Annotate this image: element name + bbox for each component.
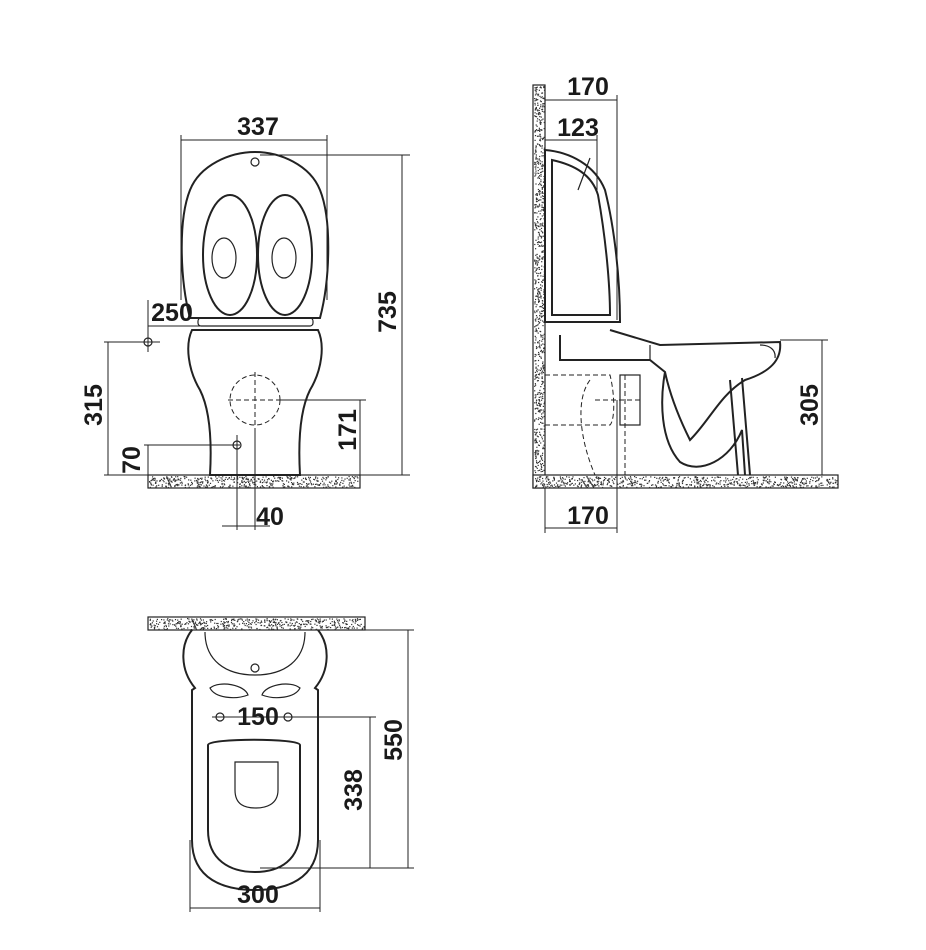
flush-button-left [202, 194, 258, 316]
dim-tank-inner-depth: 123 [557, 114, 599, 142]
seat-opening [234, 761, 279, 809]
dim-outlet-height: 171 [334, 409, 362, 451]
flush-buttons [209, 683, 301, 699]
side-view: 170 123 305 170 [532, 73, 839, 533]
tank-lid [204, 631, 306, 676]
dim-hole-spacing: 150 [237, 703, 279, 731]
front-view: 337 735 250 315 70 171 40 [80, 113, 410, 531]
dim-total-height: 735 [374, 291, 402, 333]
speckle-group [534, 86, 546, 488]
dim-outlet-distance: 170 [567, 502, 609, 530]
tank-base [197, 317, 314, 327]
bowl-detail [649, 344, 776, 360]
top-outline [182, 629, 328, 892]
tank-hole [250, 157, 260, 167]
tank-hole [250, 663, 260, 673]
section-line [577, 157, 591, 191]
button-inner-right [271, 237, 297, 279]
bowl-foot [729, 377, 751, 476]
wall [532, 84, 546, 489]
dim-inlet-offset: 250 [151, 299, 193, 327]
speckle-group [149, 476, 359, 489]
hidden-lines [545, 374, 645, 476]
dim-seat-distance: 338 [340, 769, 368, 811]
speckle-group [149, 618, 366, 631]
seat [207, 738, 301, 874]
top-view: 150 338 550 300 [147, 616, 414, 912]
dim-tank-width: 337 [237, 113, 279, 141]
bowl-outline [187, 329, 323, 476]
speckle-group [535, 476, 838, 489]
wall [147, 616, 366, 631]
dim-inlet-height: 315 [80, 384, 108, 426]
dim-outlet-low: 70 [118, 446, 146, 474]
tank-section [544, 148, 622, 323]
tank-outline [180, 150, 330, 319]
bowl-section [559, 329, 782, 476]
dim-tank-depth: 170 [567, 73, 609, 101]
dim-outlet-offset: 40 [256, 503, 284, 531]
dim-bowl-height: 305 [796, 384, 824, 426]
button-inner-left [211, 237, 237, 279]
flush-button-right [257, 194, 313, 316]
dim-total-depth: 550 [380, 719, 408, 761]
dim-width: 300 [237, 881, 279, 909]
